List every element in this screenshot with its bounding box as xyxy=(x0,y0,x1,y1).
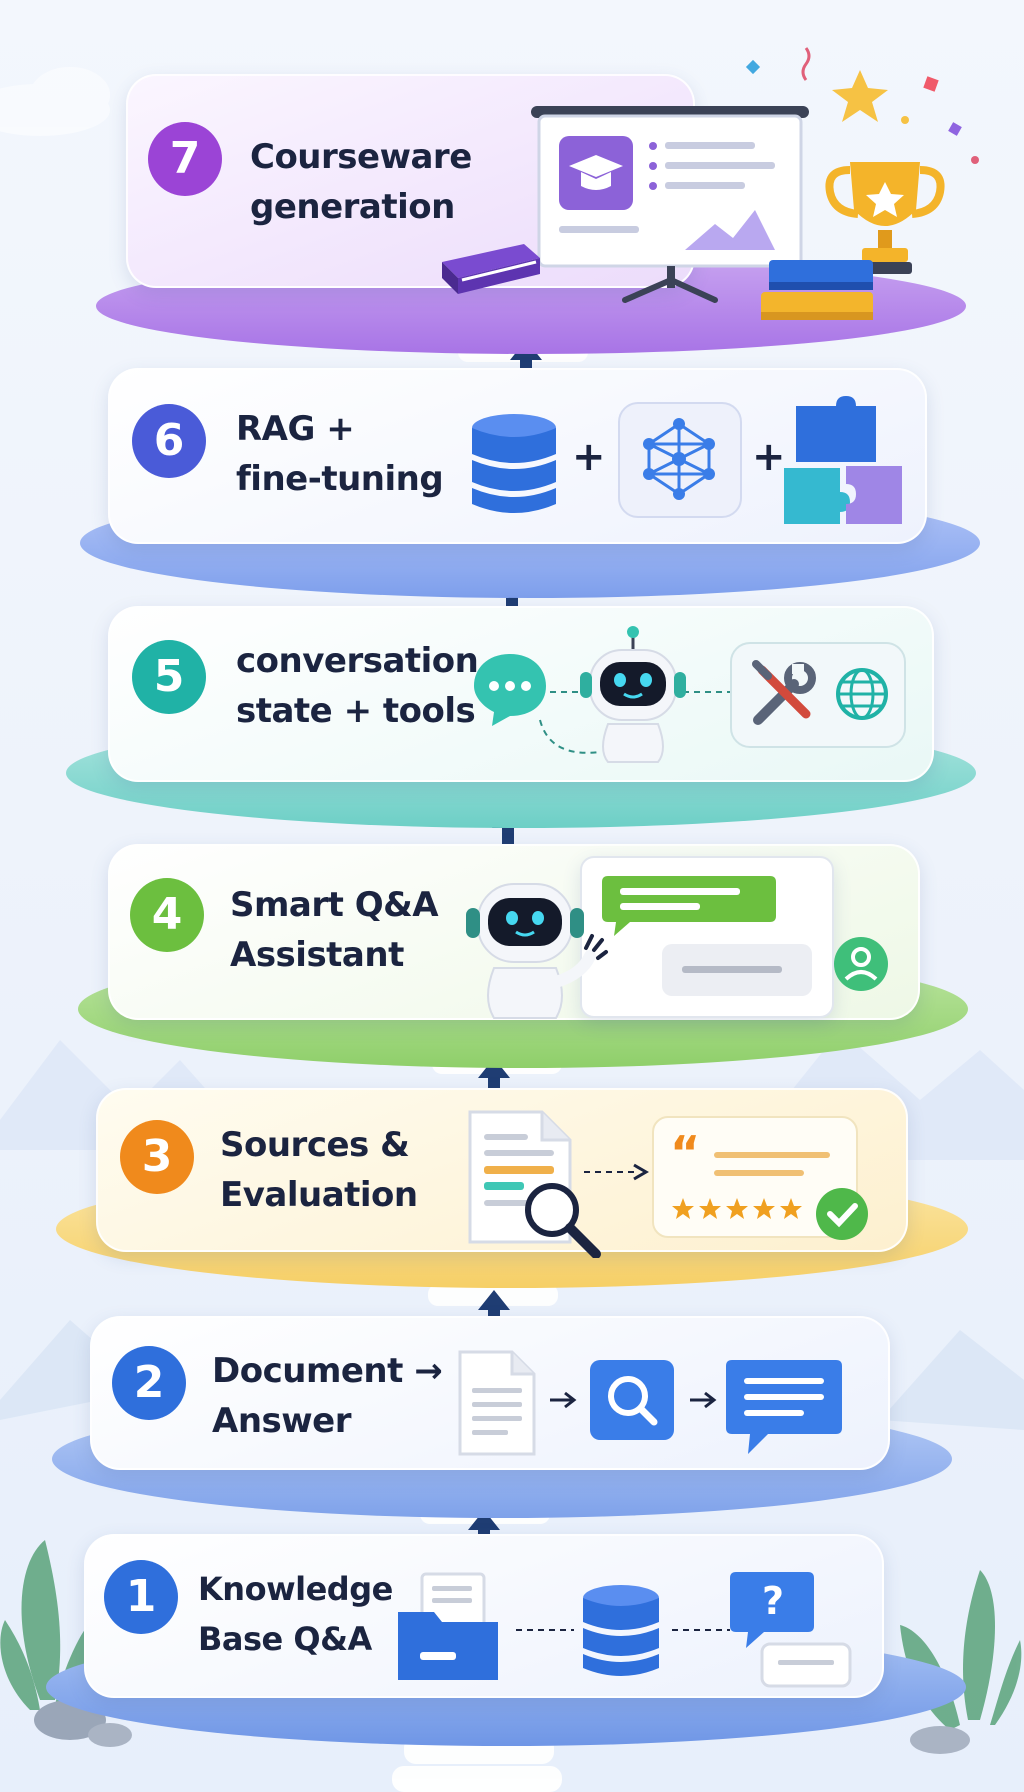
stage-6-plus-1: + xyxy=(572,434,606,480)
stage-4-label-line1: Smart Q&A xyxy=(230,885,439,925)
stage-5-label-line2: state + tools xyxy=(236,691,476,731)
review-lines xyxy=(714,1152,830,1176)
question-bubble-icon xyxy=(662,944,812,996)
wrench-screwdriver-icon xyxy=(752,660,816,725)
confetti xyxy=(488,47,979,164)
stage-7-label-line1: Courseware xyxy=(250,137,472,177)
answer-message-icon xyxy=(726,1360,842,1454)
puzzle-pieces-icon xyxy=(784,396,902,524)
trophy-icon xyxy=(825,162,945,274)
stage-7-number-badge: 7 xyxy=(148,122,222,196)
database-icon-stage-1 xyxy=(583,1585,659,1676)
arrow-right-1 xyxy=(550,1391,577,1409)
stage-5-label: conversation state + tools xyxy=(236,636,479,736)
neural-network-icon xyxy=(643,418,715,500)
connector-dashes-1 xyxy=(516,1629,730,1631)
document-icon xyxy=(458,1350,536,1456)
stage-6-plus-2: + xyxy=(752,434,786,480)
stage-1-label-line1: Knowledge xyxy=(198,1570,393,1608)
stage-7-label: Courseware generation xyxy=(250,132,472,232)
quote-mark: “ xyxy=(670,1126,700,1180)
stage-2-label-line1: Document → xyxy=(212,1351,443,1391)
books-left-icon xyxy=(442,244,540,294)
check-icon xyxy=(816,1188,868,1240)
five-stars-icon xyxy=(672,1198,802,1219)
question-mark: ? xyxy=(762,1579,784,1623)
stage-3-label: Sources & Evaluation xyxy=(220,1120,418,1220)
globe-icon xyxy=(836,668,888,720)
chat-bubble-icon xyxy=(474,654,546,726)
document-search-icon xyxy=(468,1110,601,1258)
stage-5-label-line1: conversation xyxy=(236,641,479,681)
waving-robot-icon xyxy=(466,883,608,1019)
stage-6-label: RAG + fine-tuning xyxy=(236,404,444,504)
search-icon xyxy=(590,1360,674,1440)
presentation-board-icon xyxy=(531,106,809,303)
user-avatar-icon xyxy=(834,937,888,991)
stage-6-label-line2: fine-tuning xyxy=(236,459,444,499)
stage-4-label: Smart Q&A Assistant xyxy=(230,880,439,980)
stage-3-number-badge: 3 xyxy=(120,1120,194,1194)
stage-2-label: Document → Answer xyxy=(212,1346,443,1446)
stage-6-label-line1: RAG + xyxy=(236,409,355,449)
stage-6-number-badge: 6 xyxy=(132,404,206,478)
stage-3-label-line1: Sources & xyxy=(220,1125,410,1165)
stage-7-label-line2: generation xyxy=(250,187,455,227)
stage-1-label: Knowledge Base Q&A xyxy=(198,1564,393,1664)
books-right-icon xyxy=(761,260,873,320)
dashed-arrow-3 xyxy=(584,1163,649,1181)
stage-1-label-line2: Base Q&A xyxy=(198,1620,372,1658)
stage-3-label-line2: Evaluation xyxy=(220,1175,418,1215)
stage-2-label-line2: Answer xyxy=(212,1401,352,1441)
stage-4-label-line2: Assistant xyxy=(230,935,404,975)
stage-1-number-badge: 1 xyxy=(104,1560,178,1634)
stage-4-number-badge: 4 xyxy=(130,878,204,952)
arrow-right-2 xyxy=(690,1391,717,1409)
stage-5-number-badge: 5 xyxy=(132,640,206,714)
stage-2-number-badge: 2 xyxy=(112,1346,186,1420)
folder-documents-icon xyxy=(398,1572,498,1680)
question-answer-icon xyxy=(730,1572,852,1688)
answer-bubble-icon xyxy=(602,876,776,936)
database-icon xyxy=(472,414,556,513)
robot-icon xyxy=(580,626,686,763)
connector-dashes-5 xyxy=(539,691,730,754)
